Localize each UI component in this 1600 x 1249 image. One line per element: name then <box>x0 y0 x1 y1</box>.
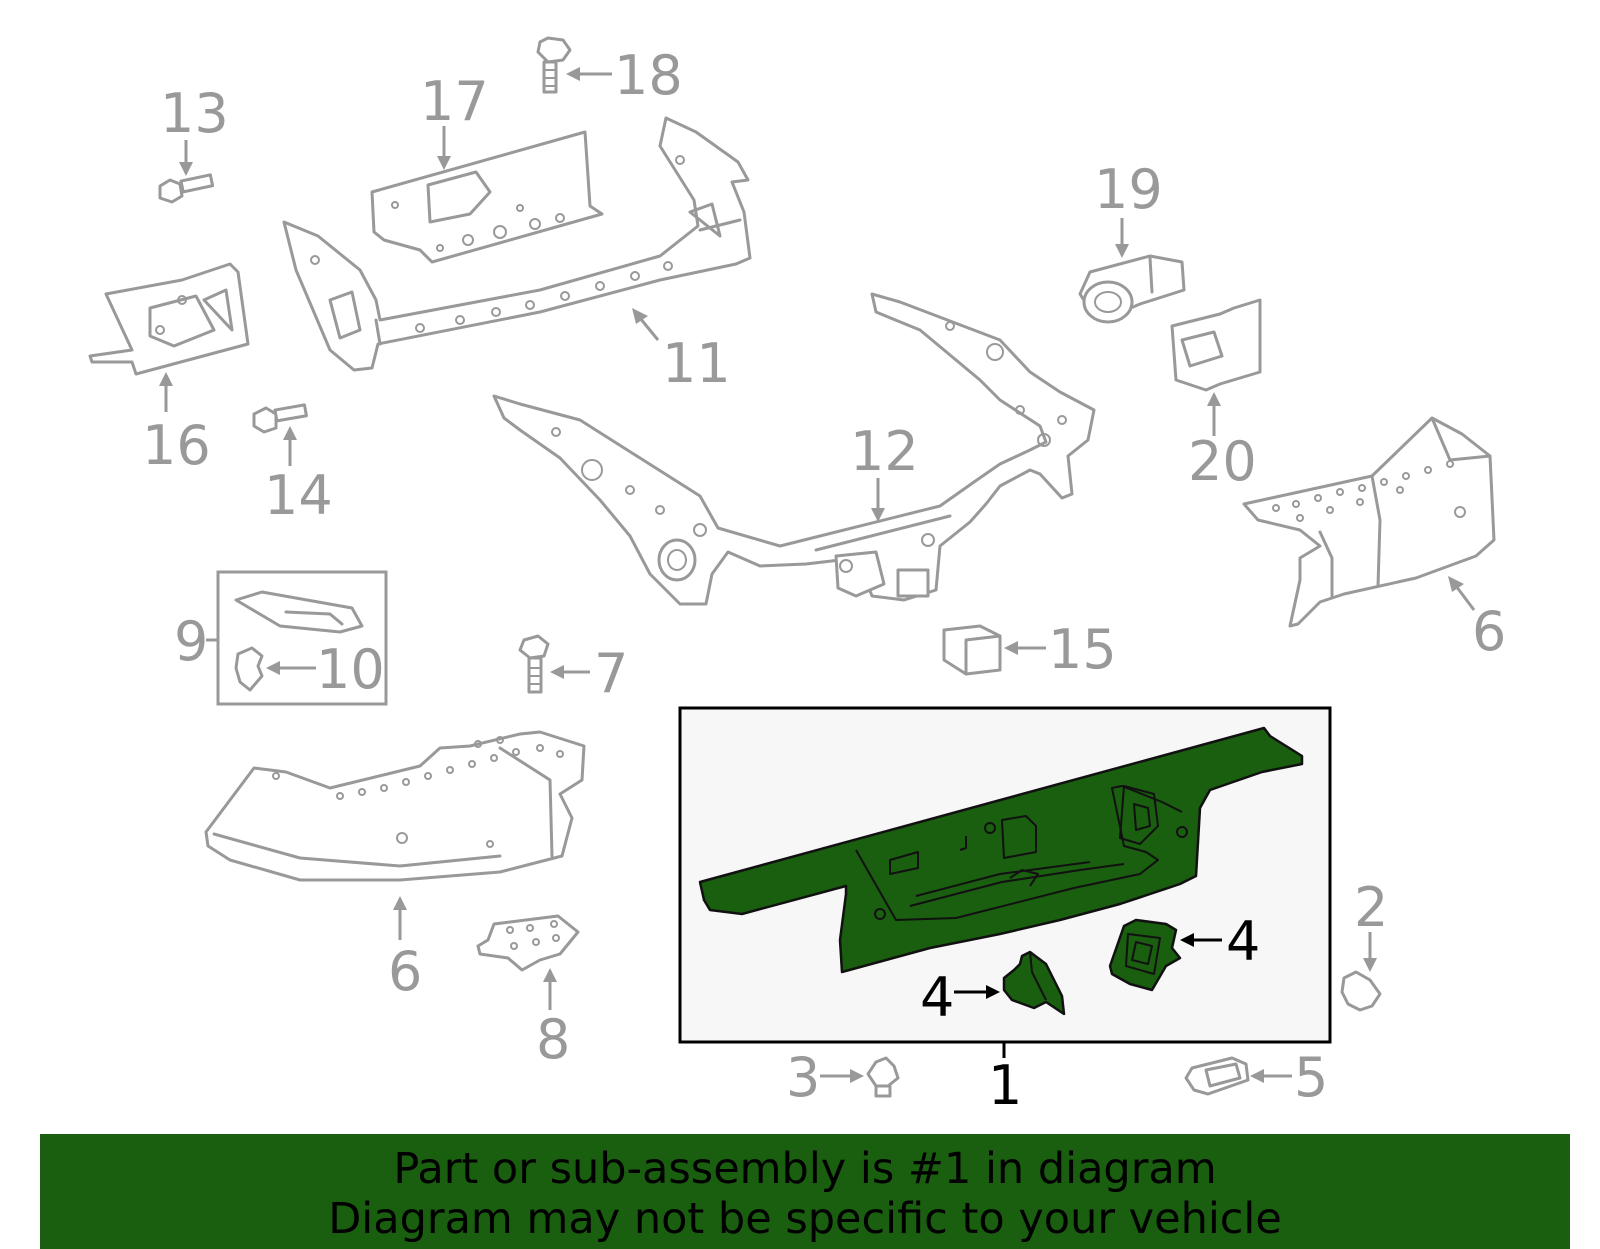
callout-11: 11 <box>662 332 731 395</box>
info-banner: Part or sub-assembly is #1 in diagram Di… <box>40 1134 1570 1249</box>
arrow-12 <box>871 478 885 522</box>
part-12-hitch <box>492 292 1096 606</box>
arrow-20 <box>1207 392 1221 436</box>
arrow-7 <box>550 665 590 679</box>
arrow-14 <box>283 426 297 466</box>
part-16-bracket <box>88 262 250 376</box>
arrow-2 <box>1363 932 1377 972</box>
arrow-19 <box>1115 218 1129 258</box>
callout-2: 2 <box>1354 876 1388 939</box>
arrow-17 <box>437 126 451 170</box>
part-9-bracket <box>234 590 364 634</box>
callout-1: 1 <box>988 1054 1022 1117</box>
banner-line-2: Diagram may not be specific to your vehi… <box>328 1194 1282 1244</box>
callout-20: 20 <box>1188 430 1257 493</box>
callout-6-left: 6 <box>388 940 422 1003</box>
callout-6-right: 6 <box>1472 600 1506 663</box>
callout-18: 18 <box>614 44 683 107</box>
part-1-rear-panel <box>698 726 1304 974</box>
callout-7: 7 <box>594 642 628 705</box>
callout-5: 5 <box>1294 1046 1328 1109</box>
callout-10: 10 <box>316 638 385 701</box>
callout-19: 19 <box>1094 158 1163 221</box>
callout-4-upper: 4 <box>1226 910 1260 973</box>
part-13-bolt <box>158 173 215 204</box>
arrow-4-upper <box>1180 933 1222 947</box>
part-2-clip <box>1340 970 1382 1012</box>
part-18-bolt <box>536 36 572 94</box>
callout-13: 13 <box>160 82 229 145</box>
callout-14: 14 <box>264 464 333 527</box>
part-14-bolt <box>252 403 308 434</box>
arrow-13 <box>179 140 193 176</box>
arrow-18 <box>566 67 612 81</box>
callout-12: 12 <box>850 420 919 483</box>
part-3-grommet <box>866 1056 900 1098</box>
arrow-15 <box>1004 641 1046 655</box>
callout-4-lower: 4 <box>920 966 954 1029</box>
arrow-6-right <box>1448 576 1476 611</box>
arrow-3 <box>820 1069 864 1083</box>
part-15-clip <box>942 624 1002 676</box>
part-4-receptacle-upper <box>1108 918 1182 992</box>
callout-9: 9 <box>174 610 208 673</box>
part-10-clip <box>234 646 264 692</box>
arrow-11 <box>632 308 660 341</box>
callout-3: 3 <box>786 1046 820 1109</box>
part-6-bumper-left <box>204 730 586 882</box>
part-19-sensor <box>1078 254 1186 324</box>
arrow-8 <box>543 968 557 1010</box>
callout-17: 17 <box>420 70 489 133</box>
part-20-bracket <box>1170 298 1262 392</box>
part-9-group-box <box>216 570 388 706</box>
arrow-10 <box>266 661 316 675</box>
callout-16: 16 <box>142 414 211 477</box>
part-7-bolt <box>518 634 550 694</box>
part-17-plate <box>370 130 604 264</box>
part-4-bracket-lower <box>1002 950 1066 1016</box>
part-11-crossmember <box>282 116 752 372</box>
callout-8: 8 <box>536 1008 570 1071</box>
part-8-bracket <box>476 914 580 972</box>
banner-line-1: Part or sub-assembly is #1 in diagram <box>393 1144 1217 1194</box>
arrow-6-left <box>393 896 407 940</box>
arrow-16 <box>159 372 173 412</box>
part-5-plug <box>1184 1056 1250 1096</box>
callout-15: 15 <box>1048 618 1117 681</box>
arrow-5 <box>1250 1069 1292 1083</box>
arrow-4-lower <box>954 985 1000 999</box>
part-6-bumper-right <box>1242 416 1496 628</box>
